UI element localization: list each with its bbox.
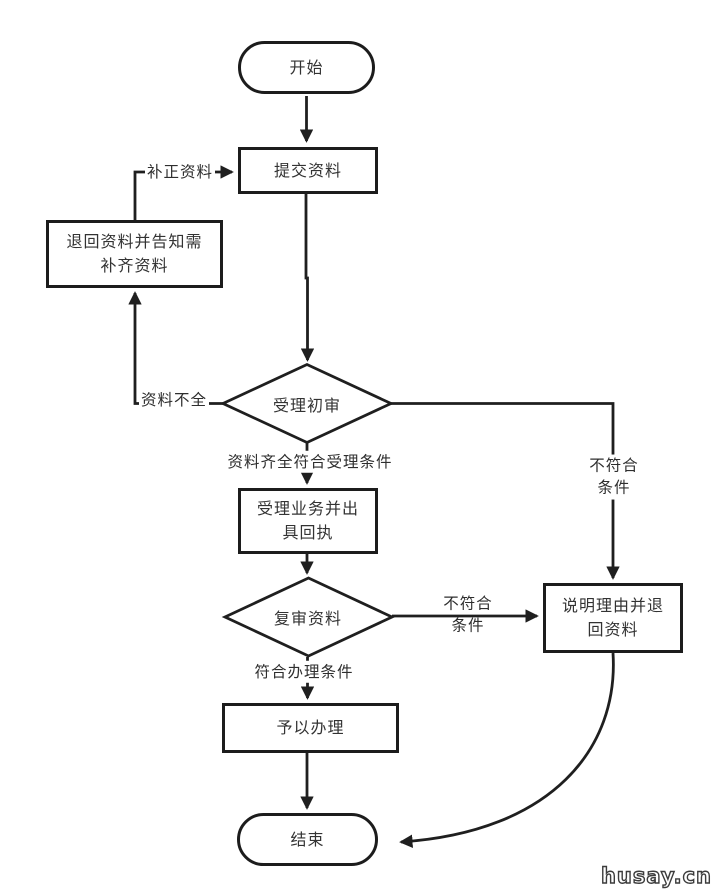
submit-materials-label: 提交资料 bbox=[273, 160, 342, 180]
initial-review-label: 受理初审 bbox=[272, 396, 341, 415]
edge-label-meets-processing-conditions: 符合办理条件 bbox=[252, 660, 356, 684]
end-label: 结束 bbox=[290, 829, 325, 849]
re-review-diamond bbox=[221, 576, 396, 658]
start-label: 开始 bbox=[289, 57, 324, 77]
start-node: 开始 bbox=[238, 41, 375, 94]
edge-submit-to-initial-review bbox=[300, 193, 315, 362]
submit-materials-node: 提交资料 bbox=[238, 147, 378, 194]
edge-label-not-meet-mid-line1: 不符合 bbox=[443, 594, 493, 613]
explain-return-label-line2: 回资料 bbox=[587, 620, 639, 639]
edge-label-not-meet-conditions-right: 不符合 条件 bbox=[587, 454, 641, 500]
accept-business-label-line2: 具回执 bbox=[282, 523, 334, 542]
process-node: 予以办理 bbox=[222, 703, 399, 753]
accept-business-label-line1: 受理业务并出 bbox=[256, 499, 359, 518]
re-review-label: 复审资料 bbox=[273, 609, 342, 628]
edge-label-not-meet-right-line2: 条件 bbox=[597, 479, 631, 497]
edge-label-not-meet-right-line1: 不符合 bbox=[589, 456, 639, 475]
edge-label-correct-materials: 补正资料 bbox=[144, 160, 216, 184]
watermark: husay.cn bbox=[600, 863, 712, 888]
edge-label-not-meet-conditions-mid: 不符合 条件 bbox=[441, 593, 495, 638]
process-label: 予以办理 bbox=[276, 718, 345, 737]
explain-return-node: 说明理由并退 回资料 bbox=[543, 583, 683, 653]
end-node: 结束 bbox=[237, 813, 378, 866]
accept-business-node: 受理业务并出 具回执 bbox=[238, 488, 378, 554]
return-materials-node: 退回资料并告知需 补齐资料 bbox=[46, 220, 223, 288]
edge-initial-review-to-explain bbox=[391, 402, 620, 580]
edge-label-materials-incomplete: 资料不全 bbox=[138, 388, 210, 412]
explain-return-label-line1: 说明理由并退 bbox=[561, 596, 664, 615]
edge-explain-to-end bbox=[399, 652, 615, 848]
edge-label-not-meet-mid-line2: 条件 bbox=[451, 617, 485, 635]
return-materials-label-line2: 补齐资料 bbox=[100, 256, 169, 275]
initial-review-diamond bbox=[219, 362, 395, 445]
edge-label-complete-meets-conditions: 资料齐全符合受理条件 bbox=[225, 450, 395, 474]
edge-incomplete-to-return-box bbox=[128, 291, 223, 405]
return-materials-label-line1: 退回资料并告知需 bbox=[66, 232, 203, 251]
